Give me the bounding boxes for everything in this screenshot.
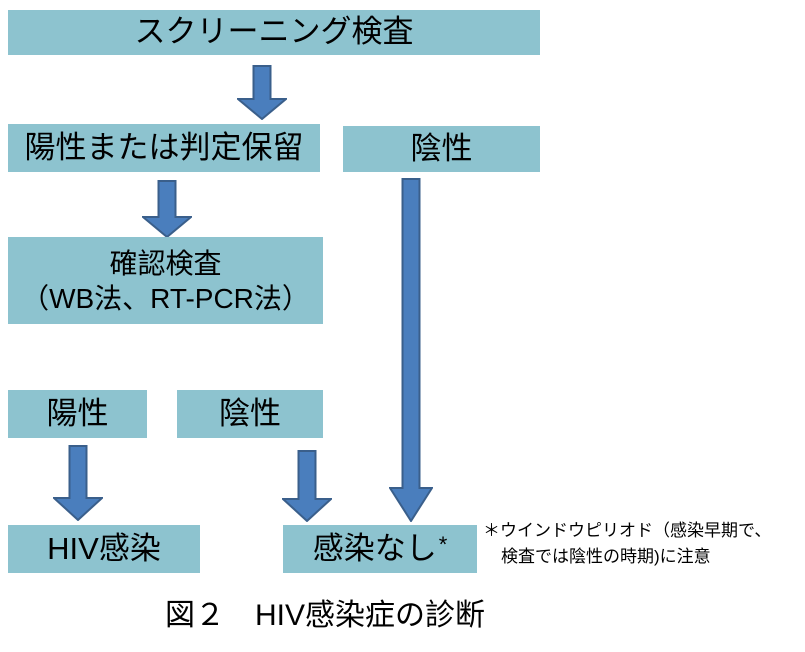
box-confirmation-positive: 陽性 — [8, 390, 147, 438]
footnote-line2: 検査では陰性の時期)に注意 — [501, 547, 711, 566]
down-arrow-screening-to-positive-icon — [237, 65, 287, 120]
box-screening-test: スクリーニング検査 — [8, 10, 540, 55]
down-arrow-positive-to-hiv-infection-icon — [53, 445, 103, 521]
box-screening-test-label: スクリーニング検査 — [134, 14, 414, 50]
box-screening-negative: 陰性 — [343, 126, 540, 172]
box-hiv-infection: HIV感染 — [8, 525, 200, 573]
box-confirmation-test: 確認検査 （WB法、RT-PCR法） — [8, 237, 323, 324]
down-arrow-to-confirmation-icon — [142, 180, 192, 238]
box-no-infection: 感染なし* — [283, 525, 477, 573]
down-arrow-negative-to-no-infection-icon — [282, 450, 332, 522]
box-screening-negative-label: 陰性 — [410, 130, 473, 166]
box-confirmation-negative: 陰性 — [177, 390, 323, 438]
window-period-footnote: ＊ウインドウピリオド（感染早期で、 検査では陰性の時期)に注意 — [483, 518, 805, 570]
long-down-arrow-negative-to-no-infection-icon — [389, 178, 433, 522]
footnote-line1: ＊ウインドウピリオド（感染早期で、 — [483, 521, 772, 540]
box-positive-or-pending-label: 陽性または判定保留 — [24, 129, 304, 165]
box-no-infection-label: 感染なし — [312, 530, 437, 566]
box-confirmation-test-line1: 確認検査 — [109, 247, 222, 279]
box-confirmation-test-line2: （WB法、RT-PCR法） — [21, 282, 310, 314]
figure-caption: 図２ HIV感染症の診断 — [164, 599, 485, 632]
box-positive-or-pending: 陽性または判定保留 — [8, 124, 320, 172]
box-hiv-infection-label: HIV感染 — [47, 530, 161, 566]
box-confirmation-negative-label: 陰性 — [219, 395, 281, 431]
box-confirmation-positive-label: 陽性 — [46, 395, 109, 431]
